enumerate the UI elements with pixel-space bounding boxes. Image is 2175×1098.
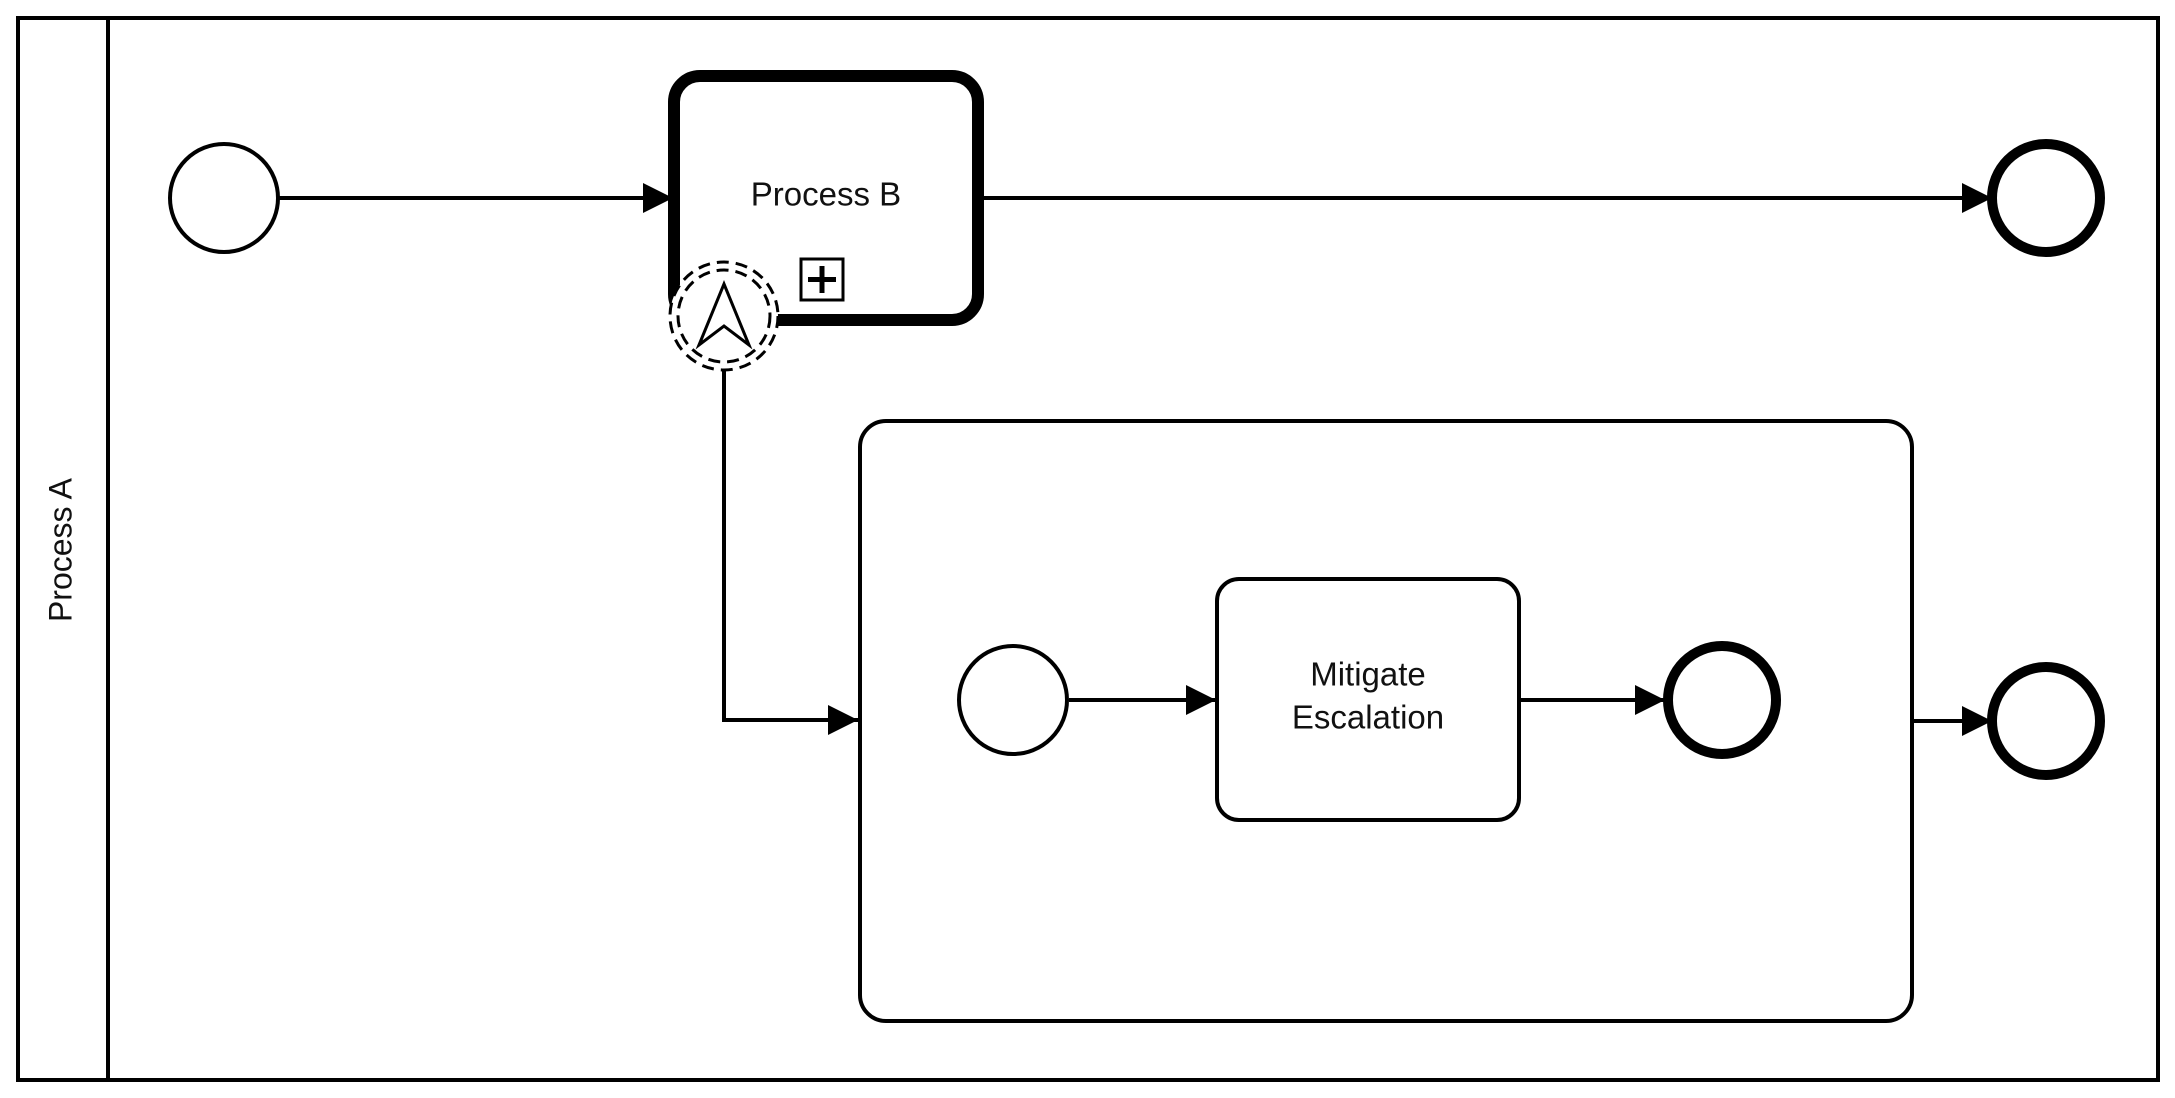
end-event-top[interactable] — [1987, 139, 2105, 257]
task-box — [1215, 577, 1521, 822]
call-activity-process-b[interactable]: Process B — [668, 70, 984, 326]
boundary-inner-ring — [676, 268, 772, 364]
start-event[interactable] — [168, 142, 280, 254]
task-mitigate-escalation[interactable]: Mitigate Escalation — [1215, 577, 1521, 822]
end-event-bottom[interactable] — [1987, 662, 2105, 780]
boundary-escalation-event[interactable] — [668, 260, 780, 372]
escalation-icon — [695, 280, 753, 350]
task-label-line1: Mitigate — [1310, 656, 1426, 693]
inner-end-event[interactable] — [1663, 641, 1781, 759]
exception-flow[interactable] — [722, 371, 858, 735]
pool-label: Process A — [42, 477, 78, 622]
inner-start-event[interactable] — [957, 644, 1069, 756]
call-activity-box — [668, 70, 984, 326]
task-label-line2: Escalation — [1292, 699, 1444, 736]
plus-square-icon[interactable] — [799, 257, 845, 302]
call-activity-label: Process B — [751, 176, 901, 213]
